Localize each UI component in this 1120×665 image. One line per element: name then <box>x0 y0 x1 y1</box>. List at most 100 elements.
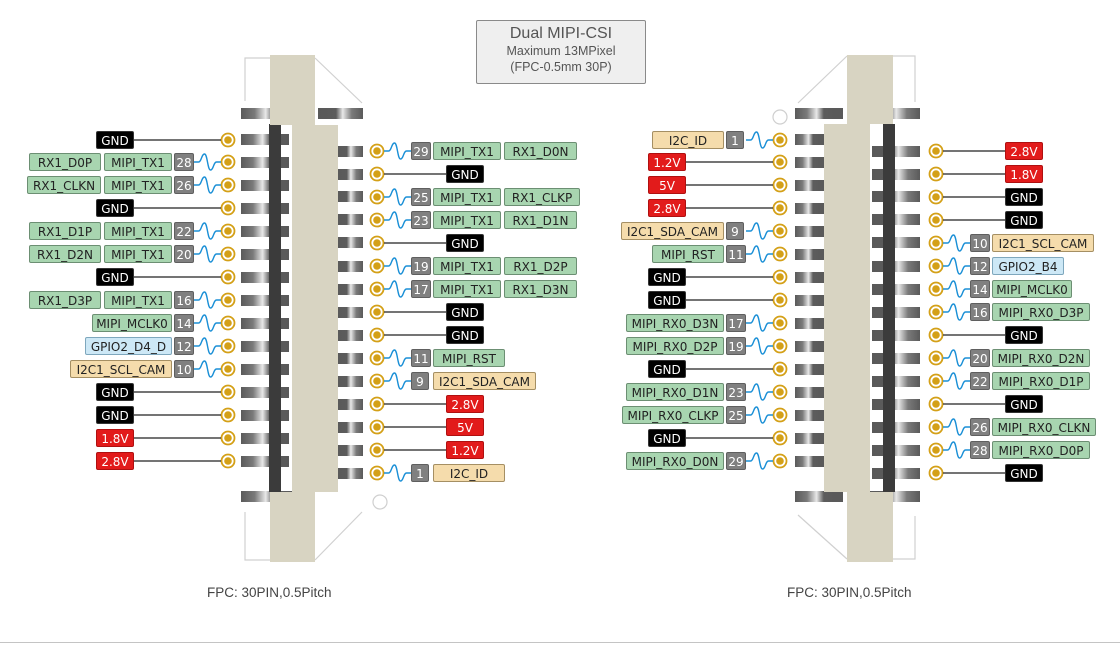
connector-pin <box>336 191 363 202</box>
pin-pad-center <box>224 158 232 166</box>
right-connector-left-label: 1.2V <box>648 153 686 171</box>
signal-wire <box>746 337 773 355</box>
signal-wire <box>746 314 773 332</box>
left-connector-left-label: GND <box>96 406 134 424</box>
right-connector-right-label: 1.8V <box>1005 165 1043 183</box>
right-connector-right-label: GND <box>1005 395 1043 413</box>
signal-wire <box>194 360 221 378</box>
connector-pin <box>795 387 825 398</box>
left-connector-left-label: GPIO2_D4_D <box>85 337 172 355</box>
connector-pin <box>336 307 363 318</box>
left-connector-right-label: I2C1_SDA_CAM <box>433 372 536 390</box>
connector-pin <box>336 376 363 387</box>
connector-pin <box>872 445 920 456</box>
connector-outline <box>797 514 848 560</box>
pin-pad-center <box>776 273 784 281</box>
connector-pin <box>872 399 920 410</box>
left-connector-right-label: MIPI_RST <box>433 349 505 367</box>
pin-number: 22 <box>174 222 194 240</box>
connector-pin <box>241 249 289 260</box>
right-connector-left-label: GND <box>648 360 686 378</box>
left-connector-right-label: GND <box>446 326 484 344</box>
connector-pin <box>795 491 843 502</box>
pin-pad-center <box>776 204 784 212</box>
pin-pad-center <box>932 331 940 339</box>
pin-pad-center <box>932 354 940 362</box>
left-connector-right-label: MIPI_TX1 <box>433 188 501 206</box>
right-connector-right-label: MIPI_RX0_D2N <box>992 349 1090 367</box>
right-connector-left-label: MIPI_RX0_D3N <box>626 314 724 332</box>
signal-wire <box>384 280 411 298</box>
connector-pin <box>872 330 920 341</box>
pin-pad-center <box>373 354 381 362</box>
left-connector-left-label: RX1_D2N <box>29 245 101 263</box>
connector-pin <box>336 330 363 341</box>
connector-pin <box>318 108 363 119</box>
right-connector-left-label: GND <box>648 268 686 286</box>
signal-wire <box>194 337 221 355</box>
connector-pin <box>795 318 825 329</box>
connector-pin <box>241 318 289 329</box>
right-connector-left-label: 5V <box>648 176 686 194</box>
left-connector-right-label: GND <box>446 303 484 321</box>
pin-number: 11 <box>411 349 431 367</box>
connector-pin <box>795 157 825 168</box>
signal-wire <box>384 257 411 275</box>
connector-pin <box>241 108 296 119</box>
connector-pin <box>241 295 289 306</box>
pin-pad-center <box>932 400 940 408</box>
left-connector-left-label: I2C1_SCL_CAM <box>70 360 172 378</box>
pin-pad-center <box>373 400 381 408</box>
connector-pin <box>336 261 363 272</box>
pin-number: 14 <box>970 280 990 298</box>
right-connector-caption: FPC: 30PIN,0.5Pitch <box>787 585 912 600</box>
pin-pad-center <box>776 158 784 166</box>
right-connector-left-label: 2.8V <box>648 199 686 217</box>
connector-pin <box>795 180 825 191</box>
connector-pin <box>795 295 825 306</box>
pin-pad-center <box>373 216 381 224</box>
pin-number: 10 <box>174 360 194 378</box>
connector-contact-strip <box>269 124 281 492</box>
connector-pin <box>872 237 920 248</box>
connector-pin <box>872 307 920 318</box>
right-connector-left-label: MIPI_RST <box>652 245 724 263</box>
right-connector-right-label: GPIO2_B4 <box>992 257 1064 275</box>
connector-outline <box>244 512 270 561</box>
signal-wire <box>384 372 411 390</box>
connector-outline <box>244 57 270 101</box>
pin-pad-center <box>224 296 232 304</box>
signal-wire <box>194 314 221 332</box>
connector-pin <box>795 108 843 119</box>
right-connector-right-label: MIPI_RX0_CLKN <box>992 418 1096 436</box>
pin-pad-center <box>224 434 232 442</box>
pin-pad-center <box>224 342 232 350</box>
connector-pin <box>795 433 825 444</box>
pin-pad-center <box>373 170 381 178</box>
right-connector-left-label: MIPI_RX0_CLKP <box>622 406 724 424</box>
signal-wire <box>746 406 773 424</box>
left-connector-left-label: RX1_D3P <box>29 291 101 309</box>
connector-pin <box>336 468 363 479</box>
title-line-2: Maximum 13MPixel <box>506 44 616 58</box>
left-connector-left-label: RX1_D1P <box>29 222 101 240</box>
pin-pad-center <box>776 342 784 350</box>
pin-number: 1 <box>411 464 429 482</box>
pin-pad-center <box>932 285 940 293</box>
connector-body <box>824 55 893 562</box>
pin-number: 9 <box>411 372 429 390</box>
connector-pin <box>872 284 920 295</box>
signal-wire <box>194 245 221 263</box>
right-connector-left-label: MIPI_RX0_D2P <box>626 337 724 355</box>
left-connector-right-label: MIPI_TX1 <box>433 211 501 229</box>
pin-pad-center <box>776 365 784 373</box>
left-connector-right-label: GND <box>446 165 484 183</box>
connector-pin <box>795 203 825 214</box>
left-connector-left-label: 1.8V <box>96 429 134 447</box>
connector-pin <box>795 410 825 421</box>
pin-pad-center <box>776 457 784 465</box>
left-connector-left-label: MIPI_TX1 <box>104 222 172 240</box>
left-connector-right-label: MIPI_TX1 <box>433 142 501 160</box>
pin-pad-center <box>224 457 232 465</box>
